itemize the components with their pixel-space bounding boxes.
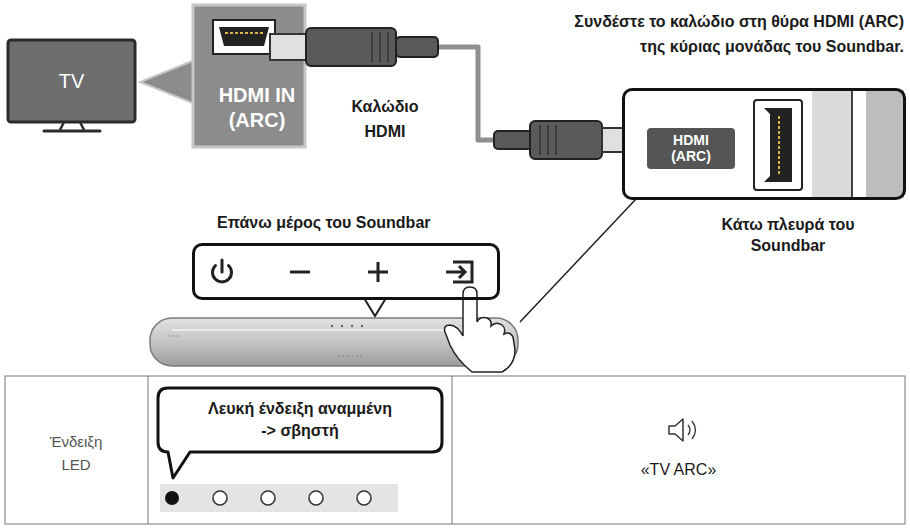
control-panel: Επάνω μέρος του Soundbar [192, 243, 500, 300]
node-text: Λευκή ένδειξη αναμμένη -> σβηστή [204, 398, 396, 441]
hdmi-plug [270, 28, 438, 66]
hdmi-plug [494, 121, 632, 159]
status-table [5, 376, 905, 524]
tv-screen: TV [8, 40, 135, 122]
instruction-note: Συνδέστε το καλώδιο στη θύρα HDMI (ARC) … [548, 10, 904, 60]
node-heading: Επάνω μέρος του Soundbar [217, 213, 431, 234]
node-heading: Κάτω πλευρά του Soundbar [703, 215, 873, 257]
table-cell: Ένδειξη LED [36, 430, 116, 477]
control-panel [192, 243, 500, 316]
port-label: HDMI (ARC) [647, 128, 735, 169]
node-text: TV [59, 68, 85, 94]
port-callout: HDMI IN (ARC) [193, 5, 321, 147]
table-cell: «TV ARC» [452, 458, 905, 483]
node-text: HDMI IN (ARC) [193, 83, 321, 133]
tv-icon [8, 40, 135, 131]
detail-box: HDMI (ARC)Κάτω πλευρά του Soundbar [622, 88, 906, 200]
callout-bubble: Λευκή ένδειξη αναμμένη -> σβηστή [158, 388, 442, 452]
soundbar-bottom-detail [520, 88, 906, 322]
node-text: HDMI (ARC) [666, 133, 716, 164]
cable-label: Καλώδιο HDMI [335, 95, 435, 145]
